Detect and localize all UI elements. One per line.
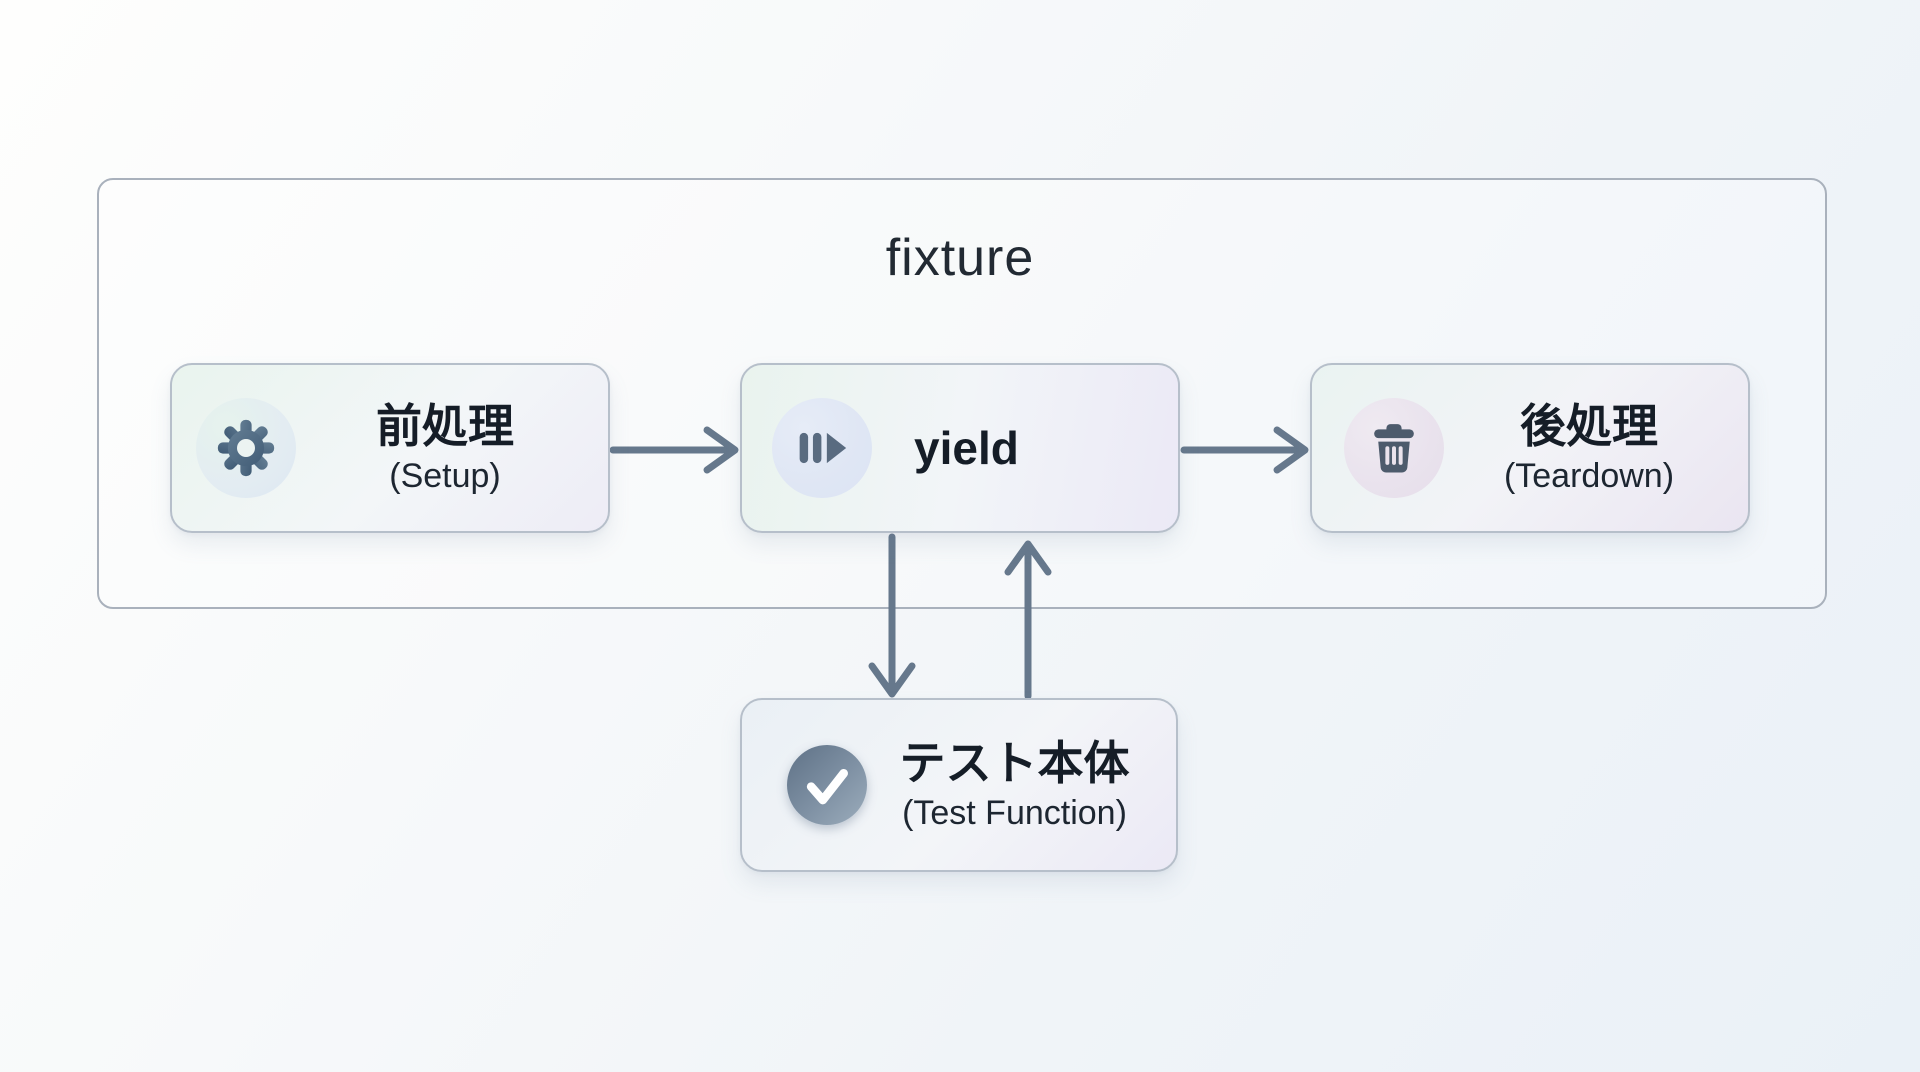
test-label: テスト本体: [899, 737, 1130, 790]
pause-play-icon: [772, 398, 872, 498]
setup-sublabel: (Setup): [389, 456, 501, 495]
check-icon: [787, 745, 867, 825]
yield-label: yield: [914, 422, 1019, 474]
teardown-labels: 後処理 (Teardown): [1444, 401, 1748, 495]
setup-labels: 前処理 (Setup): [296, 401, 608, 495]
gear-icon: [196, 398, 296, 498]
teardown-sublabel: (Teardown): [1503, 456, 1675, 495]
node-setup: 前処理 (Setup): [170, 363, 610, 533]
fixture-title: fixture: [885, 229, 1035, 287]
setup-label: 前処理: [376, 400, 514, 453]
teardown-label: 後処理: [1520, 400, 1658, 453]
trash-icon: [1344, 398, 1444, 498]
node-test: テスト本体 (Test Function): [740, 698, 1178, 872]
test-sublabel: (Test Function): [902, 793, 1127, 832]
test-labels: テスト本体 (Test Function): [867, 738, 1176, 832]
node-teardown: 後処理 (Teardown): [1310, 363, 1750, 533]
node-yield: yield: [740, 363, 1180, 533]
